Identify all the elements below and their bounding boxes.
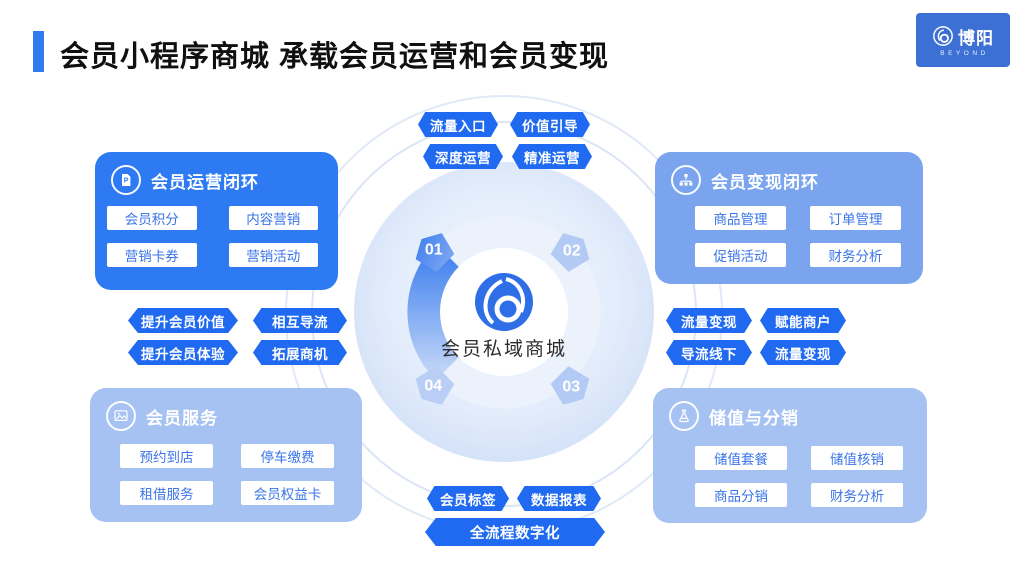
panel-item: 会员权益卡 [241, 481, 334, 505]
brand-logo: 博阳 BEYOND [916, 13, 1010, 67]
panel-title: 会员服务 [146, 408, 218, 428]
panel-item: 财务分析 [810, 243, 901, 267]
badge-raise-member-value: 提升会员价值 [128, 308, 238, 333]
panel-title: 储值与分销 [709, 408, 799, 428]
panel-title: 会员变现闭环 [711, 172, 819, 192]
panel-item: 商品管理 [695, 206, 786, 230]
brand-subname: BEYOND [940, 49, 989, 57]
badge-member-tags: 会员标签 [427, 486, 509, 511]
sitemap-icon [671, 165, 701, 195]
panel-item: 储值核销 [811, 446, 903, 470]
badge-data-reports: 数据报表 [517, 486, 601, 511]
badge-precise-operation: 精准运营 [512, 144, 592, 169]
badge-full-process-digitalization: 全流程数字化 [425, 518, 605, 546]
badge-expand-business: 拓展商机 [253, 340, 347, 365]
panel-item: 预约到店 [120, 444, 213, 468]
brand-name: 博阳 [958, 28, 994, 48]
step-number: 02 [562, 241, 581, 259]
badge-deep-operation: 深度运营 [423, 144, 503, 169]
svg-text:P: P [124, 176, 129, 185]
panel-title: 会员运营闭环 [151, 172, 259, 192]
badge-traffic-monetization: 流量变现 [666, 308, 752, 333]
panel-member-operations: P 会员运营闭环 会员积分 内容营销 营销卡券 营销活动 [95, 152, 338, 290]
panel-item: 内容营销 [228, 206, 318, 230]
panel-item: 停车缴费 [241, 444, 334, 468]
step-number: 03 [562, 377, 581, 395]
panel-item: 商品分销 [695, 483, 787, 507]
panel-member-services: 会员服务 预约到店 停车缴费 租借服务 会员权益卡 [90, 388, 362, 522]
badge-traffic-monetization-2: 流量变现 [760, 340, 846, 365]
step-number: 04 [424, 378, 443, 396]
beyond-logo-icon [933, 26, 953, 46]
badge-traffic-entry: 流量入口 [418, 112, 498, 137]
panel-item: 储值套餐 [695, 446, 787, 470]
badge-empower-merchants: 赋能商户 [760, 308, 846, 333]
badge-raise-member-experience: 提升会员体验 [128, 340, 238, 365]
flask-icon [669, 401, 699, 431]
page-title: 会员小程序商城 承载会员运营和会员变现 [60, 41, 610, 73]
panel-item: 订单管理 [810, 206, 901, 230]
panel-item: 营销活动 [228, 243, 318, 267]
panel-item: 财务分析 [811, 483, 903, 507]
panel-item: 会员积分 [107, 206, 197, 230]
badge-mutual-traffic: 相互导流 [253, 308, 347, 333]
title-accent-bar [33, 31, 44, 72]
step-number: 01 [424, 242, 443, 260]
panel-member-monetization: 会员变现闭环 商品管理 订单管理 促销活动 财务分析 [655, 152, 923, 284]
badge-offline-traffic: 导流线下 [666, 340, 752, 365]
panel-stored-value-distribution: 储值与分销 储值套餐 储值核销 商品分销 财务分析 [653, 388, 927, 523]
center-label: 会员私域商城 [440, 339, 567, 360]
panel-item: 租借服务 [120, 481, 213, 505]
beyond-center-logo-icon [475, 273, 533, 331]
document-p-icon: P [111, 165, 141, 195]
picture-icon [106, 401, 136, 431]
panel-item: 营销卡券 [107, 243, 197, 267]
badge-value-guidance: 价值引导 [510, 112, 590, 137]
panel-item: 促销活动 [695, 243, 786, 267]
